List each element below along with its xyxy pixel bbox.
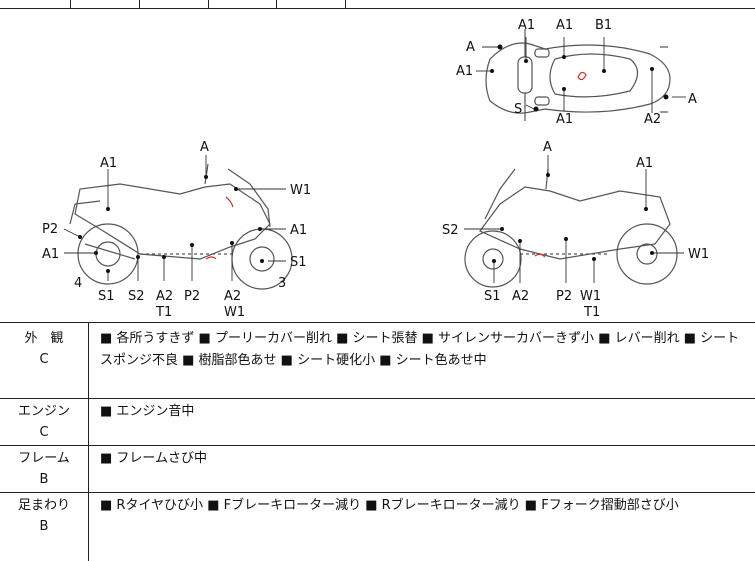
label: A1	[42, 247, 59, 262]
label: A1	[556, 18, 573, 33]
label: W1	[688, 247, 709, 262]
label: P2	[42, 222, 58, 237]
grade-label: C	[39, 352, 49, 367]
label: P2	[184, 289, 200, 304]
label: A1	[456, 64, 473, 79]
marker-dots	[78, 44, 669, 273]
right-view-scooter	[464, 168, 678, 288]
cell-divider	[139, 0, 140, 8]
label: P2	[556, 289, 572, 304]
label: A1	[100, 156, 117, 171]
top-border	[0, 8, 755, 9]
leader-lines	[63, 37, 686, 283]
label: S1	[98, 289, 115, 304]
label: A1	[290, 223, 307, 238]
row-divider	[0, 492, 755, 493]
category-label: エンジン	[17, 404, 70, 419]
category-cell: エンジン C	[0, 401, 88, 443]
category-cell: 外 観 C	[0, 328, 88, 370]
cell-divider	[208, 0, 209, 8]
label: S1	[484, 289, 501, 304]
label: W1	[580, 289, 601, 304]
label: A2	[644, 112, 661, 127]
label: T1	[155, 305, 172, 320]
label: A2	[224, 289, 241, 304]
condition-text: ■ Rタイヤひび小 ■ Fブレーキローター減り ■ Rブレーキローター減り ■ …	[100, 498, 679, 513]
label: W1	[224, 305, 245, 320]
label: A1	[636, 156, 653, 171]
label: A2	[512, 289, 529, 304]
category-column-divider	[88, 322, 89, 561]
label: A	[200, 140, 209, 155]
label: A	[466, 40, 475, 55]
category-label: 外 観	[24, 331, 64, 346]
label: A	[688, 92, 697, 107]
label: 3	[278, 276, 286, 291]
label: W1	[290, 183, 311, 198]
label: S	[514, 102, 522, 117]
category-cell: 足まわり B	[0, 495, 88, 537]
row-divider	[0, 445, 755, 446]
grade-label: B	[39, 519, 49, 534]
row-divider	[0, 398, 755, 399]
label: S2	[442, 223, 459, 238]
cell-divider	[70, 0, 71, 8]
condition-text: ■ フレームさび中	[100, 451, 208, 466]
label: B1	[595, 18, 612, 33]
label: A2	[156, 289, 173, 304]
label: 4	[74, 276, 82, 291]
top-view-scooter	[485, 29, 671, 121]
cell-divider	[276, 0, 277, 8]
label: T1	[583, 305, 600, 320]
label: S2	[128, 289, 145, 304]
label: A1	[556, 112, 573, 127]
category-cell: フレーム B	[0, 448, 88, 490]
label: A1	[518, 18, 535, 33]
grade-label: B	[39, 472, 49, 487]
label: S1	[290, 255, 307, 270]
category-label: フレーム	[18, 451, 70, 466]
cell-divider	[345, 0, 346, 8]
left-view-scooter	[69, 163, 293, 290]
condition-text: ■ 各所うすきず ■ プーリーカバー削れ ■ シート張替 ■ サイレンサーカバー…	[100, 331, 740, 368]
condition-text: ■ エンジン音中	[100, 404, 195, 419]
scooter-damage-diagram: A1 A1 B1 A A1 A S A1 A2 A A1 W1 P2 A1 A1…	[42, 18, 709, 320]
category-label: 足まわり	[17, 498, 70, 513]
grade-label: C	[39, 425, 49, 440]
table-top-border	[0, 322, 755, 323]
label: A	[543, 140, 552, 155]
